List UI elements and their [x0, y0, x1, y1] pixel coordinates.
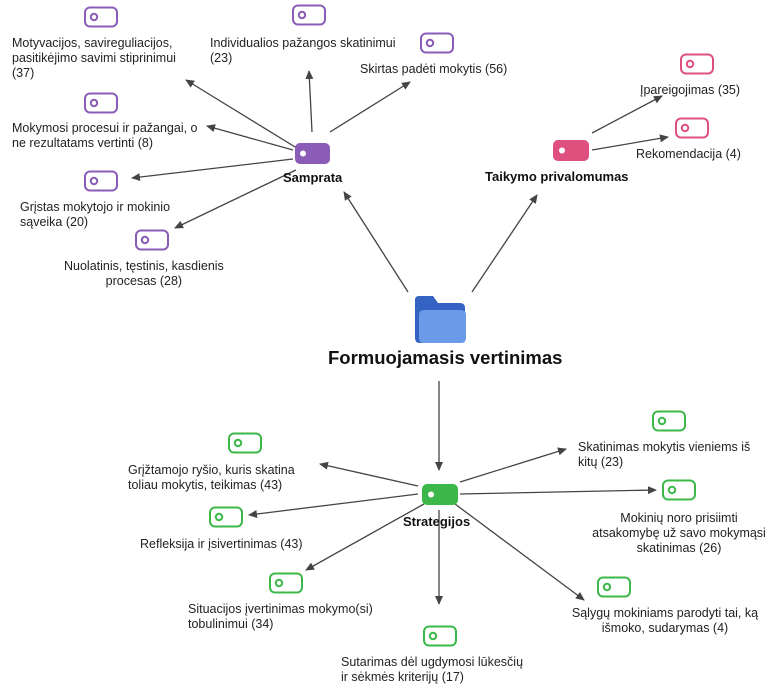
leaf-tag-icon — [680, 53, 714, 75]
connector-taikymo-2 — [591, 134, 669, 151]
connector-taikymo-1 — [591, 95, 663, 134]
strategijos-item-1-label: Grįžtamojo ryšio, kuris skatina toliau m… — [128, 463, 295, 492]
root-title: Formuojamasis vertinimas — [328, 347, 563, 368]
connector-samprata-4 — [206, 124, 294, 151]
connector-samprata-3 — [329, 81, 411, 133]
connector-samprata-5 — [131, 158, 294, 182]
branch-strategijos-title: Strategijos — [403, 514, 471, 529]
leaf-tag-icon — [84, 170, 118, 192]
leaf-tag-icon — [420, 32, 454, 54]
connector-samprata-1 — [185, 79, 301, 151]
connector-strategijos-6 — [459, 486, 657, 495]
leaf-tag-icon — [228, 432, 262, 454]
folder-icon — [415, 296, 466, 343]
samprata-item-2-label: Individualios pažangos skatinimui (23) — [210, 36, 396, 65]
samprata-item-1-label: Motyvacijos, savireguliacijos, pasitikėj… — [12, 36, 176, 80]
leaf-tag-icon — [84, 6, 118, 28]
leaf-tag-icon — [597, 576, 631, 598]
samprata-tag-icon — [295, 143, 330, 164]
strategijos-item-3-label: Situacijos įvertinimas mokymo(si) tobuli… — [188, 602, 373, 631]
strategijos-tag-icon — [422, 484, 458, 505]
connector-strategijos-3 — [305, 503, 425, 571]
samprata-item-5-label: Grįstas mokytojo ir mokinio sąveika (20) — [20, 200, 171, 229]
leaf-tag-icon — [423, 625, 457, 647]
strategijos-item-7-label: Sąlygų mokiniams parodyti tai, ką išmoko… — [571, 606, 759, 635]
connector-strategijos-2 — [248, 493, 419, 518]
leaf-tag-icon — [292, 4, 326, 26]
connector-samprata-6 — [174, 169, 297, 229]
taikymo-tag-icon — [553, 140, 589, 161]
leaf-tag-icon — [662, 479, 696, 501]
branch-taikymo-title: Taikymo privalomumas — [485, 169, 629, 184]
samprata-item-3-label: Skirtas padėti mokytis (56) — [360, 62, 508, 76]
leaf-tag-icon — [84, 92, 118, 114]
leaf-tag-icon — [675, 117, 709, 139]
connector-root-taikymo — [471, 194, 538, 293]
strategijos-item-6-label: Mokinių noro prisiimti atsakomybę už sav… — [592, 511, 766, 555]
leaf-tag-icon — [209, 506, 243, 528]
connector-samprata-2 — [305, 70, 314, 133]
leaf-tag-icon — [652, 410, 686, 432]
connector-root-samprata — [343, 191, 409, 293]
strategijos-item-4-label: Sutarimas dėl ugdymosi lūkesčių ir sėkmė… — [341, 655, 524, 684]
branch-samprata-title: Samprata — [283, 170, 343, 185]
taikymo-item-1-label: Įpareigojimas (35) — [640, 83, 741, 97]
strategijos-item-5-label: Skatinimas mokytis vieniems iš kitų (23) — [578, 440, 751, 469]
samprata-item-4-label: Mokymosi procesui ir pažangai, o ne rezu… — [12, 121, 198, 150]
taikymo-item-2-label: Rekomendacija (4) — [636, 147, 741, 161]
leaf-tag-icon — [135, 229, 169, 251]
connector-strategijos-5 — [459, 447, 567, 483]
leaf-tag-icon — [269, 572, 303, 594]
samprata-item-6-label: Nuolatinis, tęstinis, kasdienis procesas… — [64, 259, 224, 288]
connector-strategijos-1 — [319, 461, 419, 487]
connector-strategijos-7 — [454, 503, 585, 601]
strategijos-item-2-label: Refleksija ir įsivertinimas (43) — [140, 537, 303, 551]
